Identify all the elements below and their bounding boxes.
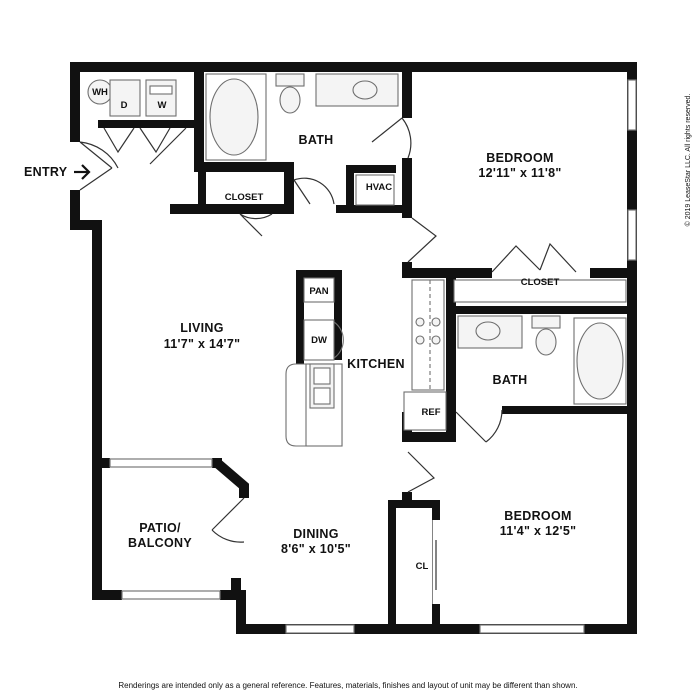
- copyright-text: © 2019 LeaseStar LLC. All rights reserve…: [684, 94, 692, 227]
- footer-disclaimer: Renderings are intended only as a genera…: [118, 681, 577, 690]
- bath2-label: BATH: [493, 373, 528, 387]
- toilet-2: [535, 328, 557, 356]
- bath1-door: [293, 177, 335, 205]
- closet2-label: CLOSET: [521, 277, 560, 288]
- dishwasher-label: DW: [311, 335, 327, 346]
- walls: [70, 62, 637, 634]
- range: [415, 317, 441, 345]
- bath1-bedroom-door: [371, 117, 412, 159]
- entry-door: [79, 141, 119, 191]
- window-patio-top: [109, 458, 213, 468]
- patio-door: [211, 497, 245, 543]
- closet3-label: CL: [416, 561, 429, 572]
- window-dining: [285, 624, 355, 634]
- dryer-label: D: [121, 100, 128, 111]
- washer-label: W: [158, 100, 167, 111]
- dryer: [109, 79, 141, 117]
- bedroom1-dimensions: 12'11" x 11'8": [478, 166, 561, 180]
- entry-arrow-icon: [74, 164, 91, 180]
- window-bedroom1: [627, 79, 637, 131]
- living-dimensions: 11'7" x 14'7": [164, 337, 241, 351]
- dishwasher: [303, 319, 335, 361]
- bath1-label: BATH: [299, 133, 334, 147]
- bedroom2-dimensions: 11'4" x 12'5": [500, 524, 577, 538]
- bedroom2-label: BEDROOM: [504, 509, 571, 523]
- pantry: [303, 277, 335, 303]
- refrigerator: [403, 391, 447, 431]
- water-heater-label: WH: [92, 87, 108, 98]
- cl-door: [431, 520, 437, 604]
- bedroom2-door: [407, 451, 435, 493]
- bedroom1-door: [407, 217, 437, 263]
- sink-2: [475, 321, 501, 341]
- dining-dimensions: 8'6" x 10'5": [281, 542, 351, 556]
- dining-label: DINING: [293, 527, 339, 541]
- pantry-label: PAN: [309, 286, 328, 297]
- balcony-label: BALCONY: [128, 536, 192, 550]
- bathtub-1: [209, 78, 259, 156]
- patio-label: PATIO/: [139, 521, 181, 535]
- sink-1: [352, 80, 378, 100]
- entry-label: ENTRY: [24, 165, 68, 179]
- laundry-door: [103, 127, 187, 165]
- living-label: LIVING: [180, 321, 223, 335]
- hvac-label: HVAC: [366, 182, 392, 193]
- closet2-door: [491, 242, 577, 273]
- toilet-1: [279, 86, 301, 114]
- bedroom1-label: BEDROOM: [486, 151, 553, 165]
- bathtub-2: [576, 322, 624, 400]
- kitchen-label: KITCHEN: [347, 357, 405, 371]
- window-bedroom2: [479, 624, 585, 634]
- closet1-label: CLOSET: [225, 192, 264, 203]
- patio-angled-wall: [212, 458, 249, 498]
- bath2-door: [455, 409, 503, 443]
- closet1-door: [239, 213, 273, 237]
- hvac-unit: [355, 174, 395, 206]
- window-bedroom1-lower: [627, 209, 637, 261]
- window-patio-bottom: [121, 590, 221, 600]
- fixtures: [87, 73, 627, 624]
- windows: [109, 79, 637, 634]
- refrigerator-label: REF: [422, 407, 441, 418]
